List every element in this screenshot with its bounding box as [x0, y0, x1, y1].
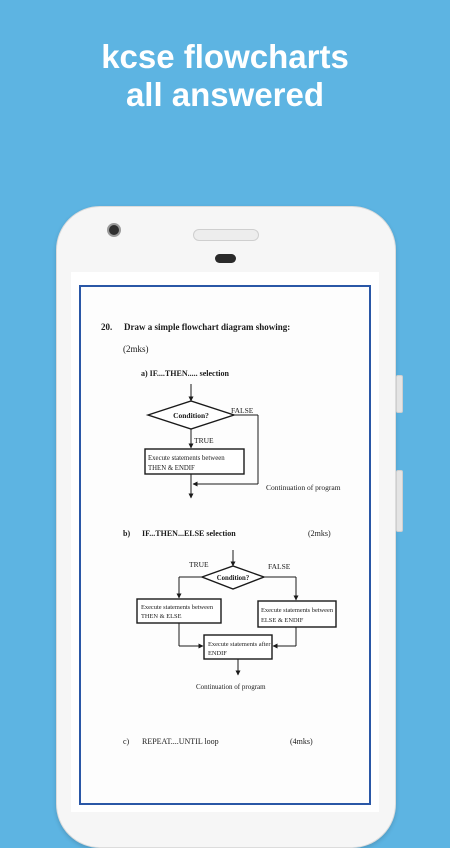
promo-headline-line2: all answered [125, 76, 325, 113]
camera-icon [107, 223, 121, 237]
after-box-line1: Execute statements after [208, 641, 271, 648]
question-marks: (2mks) [123, 344, 149, 354]
proximity-sensor [215, 254, 236, 263]
process-box [144, 448, 245, 475]
promo-headline: kcse flowcharts all answered [0, 38, 450, 114]
part-b-label: IF...THEN...ELSE selection [142, 529, 236, 538]
part-c-letter: c) [123, 737, 130, 746]
part-c-marks: (4mks) [290, 737, 313, 746]
process-box-line1: Execute statements between [148, 455, 225, 462]
process-box-line2: THEN & ENDIF [148, 465, 195, 472]
part-b-marks: (2mks) [308, 529, 331, 538]
power-button [396, 470, 403, 532]
true-label: TRUE [189, 560, 209, 569]
part-b-letter: b) [123, 529, 130, 538]
decision-condition: Condition? [173, 411, 209, 420]
volume-button [396, 375, 403, 413]
continuation-label: Continuation of program [266, 483, 341, 492]
earpiece-speaker [193, 229, 259, 241]
then-box-line1: Execute statements between [141, 604, 214, 611]
decision-condition: Condition? [217, 575, 249, 582]
part-a-label: a) IF....THEN..... selection [141, 369, 229, 378]
promo-headline-line1: kcse flowcharts [101, 38, 349, 75]
then-box-line2: THEN & ELSE [141, 613, 182, 620]
then-process-box [136, 598, 222, 624]
false-label: FALSE [268, 562, 291, 571]
true-label: TRUE [194, 436, 214, 445]
false-label: FALSE [231, 406, 254, 415]
question-prompt: Draw a simple flowchart diagram showing: [124, 322, 290, 332]
exam-document-page[interactable] [79, 285, 371, 805]
flowchart-if-then: Condition? FALSE TRUE Execute statements… [144, 384, 341, 499]
else-box-line2: ELSE & ENDIF [261, 617, 304, 624]
after-box-line2: ENDIF [208, 650, 227, 657]
flowchart-if-then-else: Condition? TRUE FALSE Execute statements… [136, 550, 337, 691]
part-c-label: REPEAT....UNTIL loop [142, 737, 219, 746]
else-process-box [257, 600, 337, 628]
exam-document-content: 20. Draw a simple flowchart diagram show… [101, 322, 341, 746]
continuation-label: Continuation of program [196, 683, 266, 691]
question-number: 20. [101, 322, 112, 332]
else-box-line1: Execute statements between [261, 607, 334, 614]
